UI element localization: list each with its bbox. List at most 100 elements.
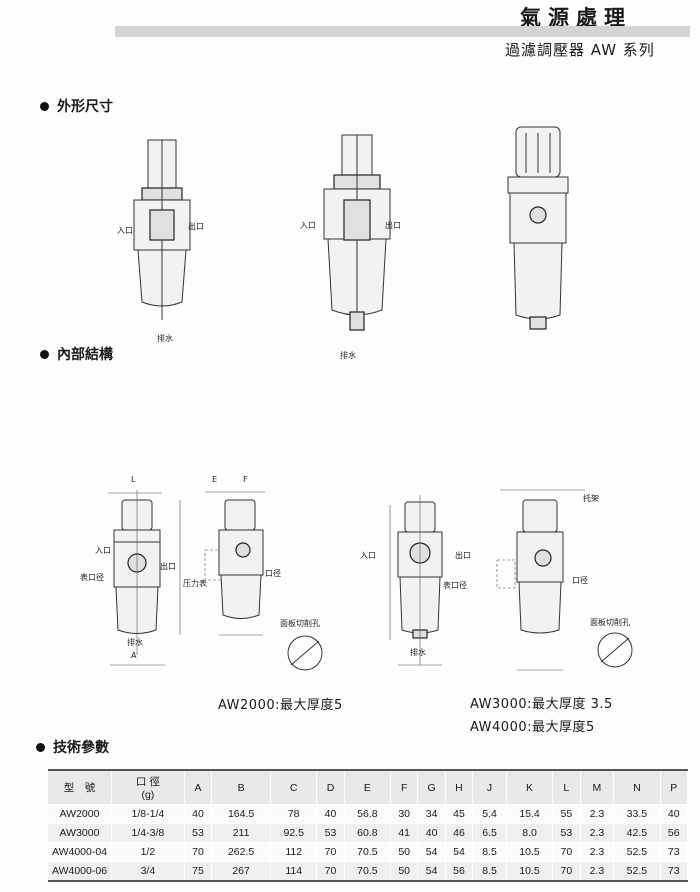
cell-model: AW2000 [48, 804, 112, 824]
bullet-icon [36, 742, 45, 752]
cell-model: AW3000 [48, 823, 112, 843]
aw2000-drain-label: 排水 [127, 638, 143, 647]
cell-G: 54 [417, 842, 446, 862]
cell-P: 56 [660, 823, 689, 843]
aw3000-front-drawing [389, 495, 443, 666]
aw2000-pressure-gauge-label: 压力表 [183, 579, 207, 588]
cell-H: 54 [445, 842, 474, 862]
section-outline-title: 外形尺寸 [57, 99, 113, 115]
header-col-H: H [445, 770, 474, 805]
header-col-G: G [417, 770, 446, 805]
cell-P: 73 [660, 842, 689, 862]
cell-B: 164.5 [211, 804, 272, 824]
header-col-E: E [344, 770, 392, 805]
outline-drain-label-1: 排水 [157, 334, 173, 343]
outline-outlet-label-2: 出口 [385, 221, 401, 230]
header-col-J: J [472, 770, 507, 805]
outline-drain-label-2: 排水 [340, 351, 356, 360]
dim-F: F [243, 475, 248, 484]
cell-port: 3/4 [111, 861, 185, 881]
header-port: 口 徑(g) [111, 770, 185, 805]
header-col-A: A [184, 770, 213, 805]
aw4000-port-label: 口径 [572, 576, 588, 585]
aw2000-front-drawing [108, 490, 181, 666]
aw4000-bracket-label: 托架 [583, 494, 599, 503]
cell-D: 53 [316, 823, 345, 843]
cell-C: 78 [270, 804, 318, 824]
header-col-D: D [316, 770, 345, 805]
dim-A: A [131, 651, 137, 660]
cell-M: 2.3 [580, 804, 615, 824]
aw2000-panel-cutout-icon [287, 635, 323, 671]
header-col-P: P [660, 770, 689, 805]
aw3000-inlet-label: 入口 [360, 551, 376, 560]
cell-B: 211 [211, 823, 272, 843]
header-col-B: B [211, 770, 272, 805]
header-col-L: L [552, 770, 581, 805]
cell-A: 53 [184, 823, 213, 843]
cell-J: 6.5 [472, 823, 507, 843]
outline-inlet-label-2: 入口 [300, 221, 316, 230]
caption-aw3000: AW3000:最大厚度 3.5 [470, 697, 613, 712]
cell-K: 10.5 [506, 861, 554, 881]
section-outline: 外形尺寸 [40, 96, 113, 116]
section-specs-title: 技術參數 [53, 740, 109, 756]
aw2000-side-drawing [204, 491, 265, 636]
cell-B: 267 [211, 861, 272, 881]
cell-G: 54 [417, 861, 446, 881]
header-col-N: N [613, 770, 661, 805]
header-port-line2: (g) [141, 789, 155, 801]
cell-N: 42.5 [613, 823, 661, 843]
cell-J: 8.5 [472, 861, 507, 881]
section-specs: 技術參數 [36, 737, 109, 757]
aw3000-drain-label: 排水 [410, 648, 426, 657]
cell-J: 5.4 [472, 804, 507, 824]
aw3000-outlet-label: 出口 [455, 551, 471, 560]
aw4000-panel-cutout-label: 面板切削孔 [590, 618, 630, 627]
cell-port: 1/4-3/8 [111, 823, 185, 843]
cell-G: 40 [417, 823, 446, 843]
section-internal: 內部結構 [40, 344, 113, 364]
section-internal-title: 內部結構 [57, 347, 113, 363]
aw4000-panel-cutout-icon [597, 632, 633, 668]
cell-port: 1/8-1/4 [111, 804, 185, 824]
cell-L: 55 [552, 804, 581, 824]
cell-C: 92.5 [270, 823, 318, 843]
header-model: 型 號 [48, 770, 112, 805]
cell-K: 15.4 [506, 804, 554, 824]
cell-G: 34 [417, 804, 446, 824]
outline-section-drawing-1 [133, 139, 191, 320]
cell-E: 70.5 [344, 842, 392, 862]
aw3000-gauge-port-label: 表口径 [443, 581, 467, 590]
aw2000-port-label: 口径 [265, 569, 281, 578]
page-subtitle: 過濾調壓器 AW 系列 [505, 41, 655, 59]
outline-section-drawing-2 [323, 134, 391, 331]
header-port-line1: 口 徑 [135, 776, 160, 788]
outline-inlet-label-1: 入口 [117, 226, 133, 235]
cell-P: 40 [660, 804, 689, 824]
dim-L: L [131, 475, 136, 484]
cell-E: 70.5 [344, 861, 392, 881]
aw2000-inlet-label: 入口 [95, 546, 111, 555]
cell-L: 70 [552, 842, 581, 862]
cell-model: AW4000-04 [48, 842, 112, 862]
header-col-K: K [506, 770, 554, 805]
cell-N: 33.5 [613, 804, 661, 824]
cell-L: 53 [552, 823, 581, 843]
dim-E: E [212, 475, 218, 484]
cell-J: 8.5 [472, 842, 507, 862]
header-col-F: F [390, 770, 419, 805]
cell-K: 10.5 [506, 842, 554, 862]
caption-aw2000: AW2000:最大厚度5 [218, 698, 343, 713]
cell-A: 40 [184, 804, 213, 824]
cell-L: 70 [552, 861, 581, 881]
cell-H: 46 [445, 823, 474, 843]
cell-F: 50 [390, 861, 419, 881]
cell-P: 73 [660, 861, 689, 881]
